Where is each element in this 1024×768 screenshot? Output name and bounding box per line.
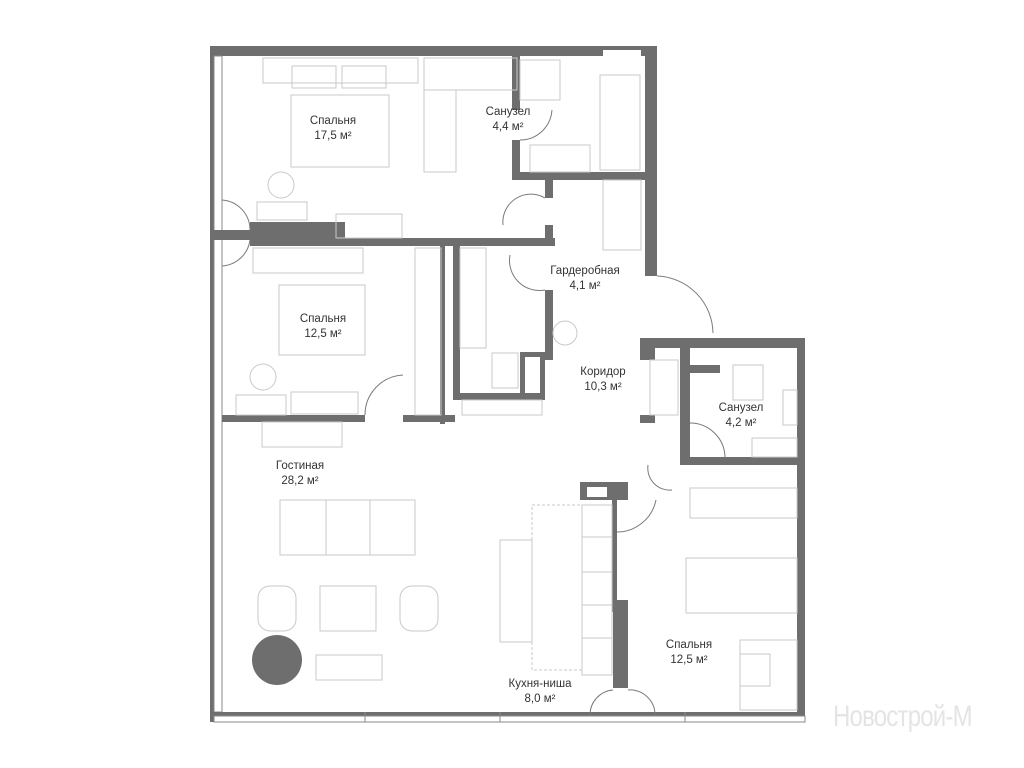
walls: [210, 46, 806, 723]
room-label-corridor: Коридор 10,3 м²: [580, 365, 625, 395]
room-label-kitchen: Кухня-ниша 8,0 м²: [508, 677, 571, 707]
room-name: Спальня: [309, 115, 357, 127]
room-name: Санузел: [485, 106, 531, 118]
room-name: Коридор: [580, 366, 626, 378]
room-area: 8,0 м²: [524, 693, 556, 705]
room-label-wardrobe: Гардеробная 4,1 м²: [550, 264, 620, 294]
room-area: 4,4 м²: [492, 121, 524, 133]
doors: [221, 109, 726, 716]
room-name: Санузел: [718, 402, 764, 414]
room-area: 28,2 м²: [281, 475, 319, 487]
room-label-living: Гостиная 28,2 м²: [276, 459, 324, 489]
room-label-bathroom-1: Санузел 4,4 м²: [486, 105, 531, 135]
room-area: 10,3 м²: [584, 381, 622, 393]
room-label-bathroom-2: Санузел 4,2 м²: [719, 401, 764, 431]
furniture: [235, 57, 798, 711]
room-name: Кухня-ниша: [508, 678, 572, 690]
watermark: Новострой-М: [833, 700, 973, 733]
room-label-bedroom-3: Спальня 12,5 м²: [666, 638, 712, 668]
room-name: Гардеробная: [550, 265, 620, 277]
room-area: 4,2 м²: [725, 417, 757, 429]
room-area: 12,5 м²: [304, 328, 342, 340]
room-name: Спальня: [299, 313, 347, 325]
room-area: 17,5 м²: [314, 130, 352, 142]
room-label-bedroom-2: Спальня 12,5 м²: [300, 312, 346, 342]
room-name: Спальня: [665, 639, 713, 651]
room-area: 12,5 м²: [670, 654, 708, 666]
room-area: 4,1 м²: [569, 280, 601, 292]
room-label-bedroom-1: Спальня 17,5 м²: [310, 114, 356, 144]
room-name: Гостиная: [275, 460, 325, 472]
